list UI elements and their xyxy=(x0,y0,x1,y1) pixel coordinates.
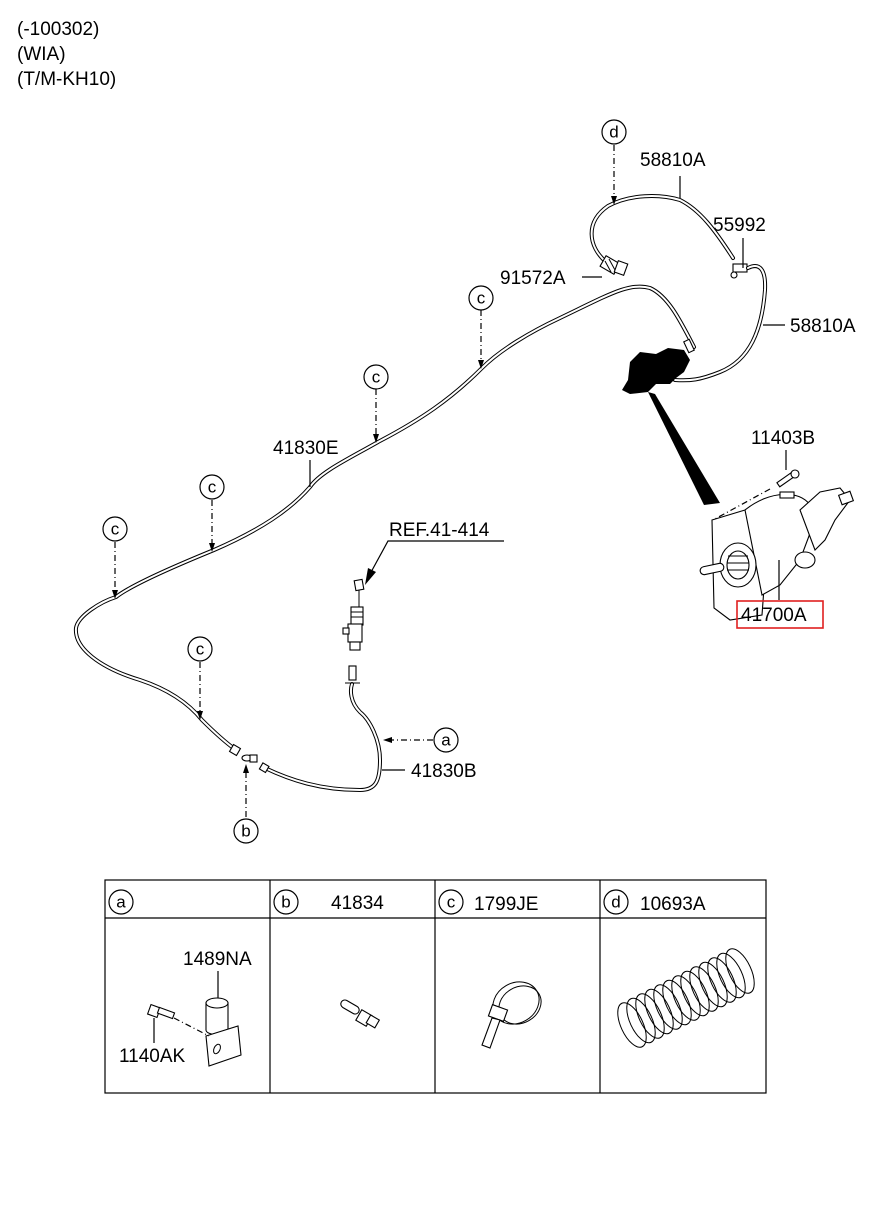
header-line-3: (T/M-KH10) xyxy=(17,69,117,90)
svg-text:d: d xyxy=(609,123,618,142)
coil-ring xyxy=(725,948,755,994)
legend-key-a: a xyxy=(108,889,134,915)
label-1489na-text[interactable]: 1489NA xyxy=(183,949,252,970)
label-11403b[interactable]: 11403B xyxy=(751,428,815,449)
bolt-1140ak[interactable] xyxy=(146,1003,210,1037)
coil-ring xyxy=(689,966,719,1012)
coil-ring xyxy=(707,957,737,1003)
label-41830b[interactable]: 41830B xyxy=(411,761,477,782)
coil-ring xyxy=(635,993,665,1039)
bolt-11403b[interactable] xyxy=(712,469,800,521)
label-55992[interactable]: 55992 xyxy=(713,215,766,236)
reservoir[interactable] xyxy=(622,338,720,505)
callout-c-2[interactable]: c xyxy=(363,364,389,390)
header-line-2: (WIA) xyxy=(17,44,66,65)
label-91572a[interactable]: 91572A xyxy=(500,268,566,289)
clamp-1799je[interactable] xyxy=(481,974,548,1049)
sleeve-10693a[interactable] xyxy=(612,945,760,1052)
clip-91572a[interactable] xyxy=(599,255,629,277)
bracket-1489na[interactable] xyxy=(205,997,242,1067)
release-cylinder-41700a[interactable] xyxy=(699,487,855,621)
label-58810a-upper[interactable]: 58810A xyxy=(640,150,706,171)
coil-ring xyxy=(671,975,701,1021)
svg-text:c: c xyxy=(111,520,120,539)
fitting-41834-detail[interactable] xyxy=(339,999,381,1029)
header-line-1: (-100302) xyxy=(17,19,100,40)
fitting-41834[interactable] xyxy=(241,754,258,763)
leader-ref xyxy=(369,540,504,575)
legend-part-d[interactable]: 10693A xyxy=(640,894,706,915)
label-41830e[interactable]: 41830E xyxy=(273,438,339,459)
master-cylinder-ref[interactable] xyxy=(342,578,365,651)
callout-a[interactable]: a xyxy=(433,727,459,753)
callout-arrows xyxy=(112,145,617,817)
pipe-41830e[interactable] xyxy=(73,284,696,757)
coil-ring xyxy=(662,979,692,1026)
label-41700a[interactable]: 41700A xyxy=(741,605,807,626)
svg-text:c: c xyxy=(372,368,381,387)
ref-arrow xyxy=(365,568,376,585)
legend-part-b[interactable]: 41834 xyxy=(331,893,384,914)
highlight-box-41700a xyxy=(736,600,824,629)
hose-58810a-lower[interactable] xyxy=(673,264,768,383)
label-ref[interactable]: REF.41-414 xyxy=(389,520,490,541)
hose-58810a-upper[interactable] xyxy=(589,194,735,264)
svg-text:c: c xyxy=(477,289,486,308)
legend-key-b: b xyxy=(273,889,299,915)
callout-d[interactable]: d xyxy=(601,119,627,145)
legend-part-c[interactable]: 1799JE xyxy=(474,894,538,915)
callout-c-1[interactable]: c xyxy=(468,285,494,311)
coil-ring xyxy=(680,970,710,1017)
coil-ring xyxy=(653,984,683,1030)
callout-b[interactable]: b xyxy=(233,818,259,844)
coil-ring xyxy=(716,952,746,999)
coil-ring xyxy=(698,961,728,1008)
svg-text:c: c xyxy=(447,893,456,912)
legend-key-c: c xyxy=(438,889,464,915)
svg-text:c: c xyxy=(208,478,217,497)
coil-ring xyxy=(626,997,656,1044)
callout-c-3[interactable]: c xyxy=(199,474,225,500)
svg-text:b: b xyxy=(281,893,290,912)
label-1140ak[interactable]: 1140AK xyxy=(119,1046,186,1067)
coil-ring xyxy=(617,1002,647,1048)
callout-c-4[interactable]: c xyxy=(102,516,128,542)
legend-key-d: d xyxy=(603,889,629,915)
svg-text:a: a xyxy=(441,731,451,750)
svg-text:b: b xyxy=(241,822,250,841)
callout-c-5[interactable]: c xyxy=(187,636,213,662)
svg-text:c: c xyxy=(196,640,205,659)
svg-text:a: a xyxy=(116,893,126,912)
coil-ring xyxy=(644,988,674,1035)
label-58810a-lower[interactable]: 58810A xyxy=(790,316,856,337)
connector-55992[interactable] xyxy=(730,263,748,279)
legend-table xyxy=(104,879,767,1094)
svg-text:d: d xyxy=(611,893,620,912)
pipe-41830b[interactable] xyxy=(258,665,382,792)
